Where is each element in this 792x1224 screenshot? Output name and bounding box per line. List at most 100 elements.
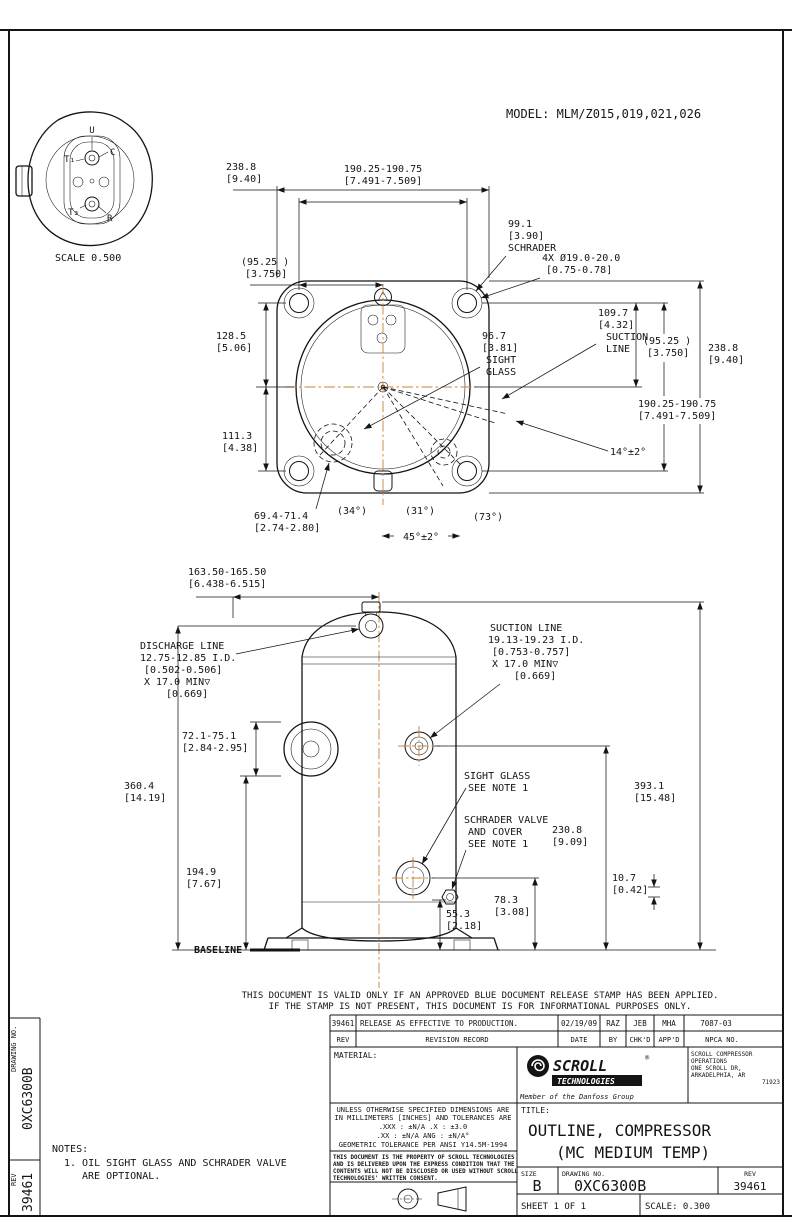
schrader-top-view [430, 438, 458, 466]
logo-technologies-text: TECHNOLOGIES [557, 1077, 615, 1086]
dim-angle73: (73°) [473, 512, 503, 523]
rev-entry-by: RAZ [606, 1019, 620, 1028]
sight-callout-l2: SEE NOTE 1 [468, 783, 528, 794]
dim-boltspan-top-in: [7.491-7.509] [344, 176, 422, 187]
dim-194-in: [7.67] [186, 879, 222, 890]
dim-angle34: (34°) [337, 506, 367, 517]
dim-halfleft-in: [3.750] [245, 269, 287, 280]
dim-overall-top-in: [9.40] [226, 174, 262, 185]
dim-schrader-label: SCHRADER [508, 243, 557, 254]
discharge-fitting [358, 601, 384, 639]
property-line3: CONTENTS WILL NOT BE DISCLOSED OR USED W… [333, 1169, 518, 1175]
dim-overall-right-mm: 238.8 [708, 343, 738, 354]
rev-header-npca: NPCA NO. [705, 1036, 739, 1044]
dim-sight-l2: GLASS [486, 367, 516, 378]
property-notice: THIS DOCUMENT IS THE PROPERTY OF SCROLL … [333, 1155, 518, 1182]
dim-128-in: [5.06] [216, 343, 252, 354]
sight-callout-l1: SIGHT GLASS [464, 771, 530, 782]
sight-glass-top-view [313, 423, 353, 463]
title-block: 39461 RELEASE AS EFFECTIVE TO PRODUCTION… [329, 1014, 783, 1216]
property-line2: AND IS DELIVERED UPON THE EXPRESS CONDIT… [333, 1162, 515, 1168]
dim-72-mm: 72.1-75.1 [182, 731, 236, 742]
dim-halfleft-mm: (95.25 ) [241, 257, 289, 268]
dim-angle14: 14°±2° [610, 447, 646, 458]
dim-suction-l1: SUCTION [606, 332, 648, 343]
drawing-title-line2: (MC MEDIUM TEMP) [556, 1143, 710, 1162]
title-section: TITLE: OUTLINE, COMPRESSOR (MC MEDIUM TE… [521, 1106, 711, 1162]
property-line4: TECHNOLOGIES' WRITTEN CONSENT. [333, 1176, 438, 1182]
title-label: TITLE: [521, 1106, 550, 1115]
rev-header-desc: REVISION RECORD [425, 1036, 488, 1044]
dim-230-mm: 230.8 [552, 825, 582, 836]
edge-rev-label: REV [10, 1173, 18, 1186]
baseline-label: BASELINE [194, 945, 242, 956]
dim-69-mm: 69.4-71.4 [254, 511, 308, 522]
rev-header-appd: APP'D [658, 1036, 679, 1044]
drawing-no-value: 0XC6300B [574, 1177, 646, 1195]
tolerance-line5: GEOMETRIC TOLERANCE PER ANSI Y14.5M-1994 [339, 1141, 508, 1149]
dim-360-mm: 360.4 [124, 781, 154, 792]
mounting-base [250, 927, 500, 952]
discharge-l5: [0.669] [166, 689, 208, 700]
material-label: MATERIAL: [334, 1051, 377, 1060]
rev-value: 39461 [733, 1180, 766, 1193]
dim-angle45: 45°±2° [403, 532, 439, 543]
scroll-logo-icon [527, 1055, 549, 1077]
dim-78-mm: 78.3 [494, 895, 518, 906]
dim-sight-in: [3.81] [482, 343, 518, 354]
rev-entry-desc: RELEASE AS EFFECTIVE TO PRODUCTION. [360, 1019, 518, 1028]
address-line1: SCROLL COMPRESSOR [691, 1051, 753, 1058]
discharge-l3: [0.502-0.506] [144, 665, 222, 676]
size-value: B [532, 1177, 541, 1195]
dim-sight-mm: 96.7 [482, 331, 506, 342]
dim-111-mm: 111.3 [222, 431, 252, 442]
side-view [250, 592, 500, 988]
dim-163-mm: 163.50-165.50 [188, 567, 266, 578]
scale-label: SCALE: 0.300 [645, 1202, 710, 1212]
dim-holes-in: [0.75-0.78] [546, 265, 612, 276]
dim-schrader-in: [3.90] [508, 231, 544, 242]
dim-360-in: [14.19] [124, 793, 166, 804]
edge-drawing-no-label: DRAWING NO. [10, 1026, 18, 1072]
rev-label: REV [744, 1170, 756, 1178]
rev-entry-rev: 39461 [332, 1019, 355, 1028]
rev-entry-chkd: JEB [633, 1019, 647, 1028]
dim-angle31: (31°) [405, 506, 435, 517]
dim-overall-right-in: [9.40] [708, 355, 744, 366]
suction-l3: [0.753-0.757] [492, 647, 570, 658]
dim-holes-mm: 4X Ø19.0-20.0 [542, 252, 620, 264]
left-fitting [283, 721, 339, 777]
company-logo: SCROLL TECHNOLOGIES ® Member of the Danf… [519, 1051, 780, 1101]
rev-entry-npca: 7087-03 [700, 1019, 732, 1028]
terminal-label-t3: T₃ [68, 208, 79, 218]
drawing-title-line1: OUTLINE, COMPRESSOR [528, 1121, 711, 1140]
dim-suction-in: [4.32] [598, 320, 634, 331]
dim-halfright-mm: (95.25 ) [643, 336, 691, 347]
dim-194-mm: 194.9 [186, 867, 216, 878]
dim-sight-l1: SIGHT [486, 355, 516, 366]
dim-69-in: [2.74-2.80] [254, 523, 320, 534]
rev-header-rev: REV [337, 1036, 350, 1044]
drawing-no-label: DRAWING NO. [562, 1170, 605, 1178]
address-line2: OPERATIONS [691, 1058, 728, 1065]
address-line3: ONE SCROLL DR, [691, 1065, 742, 1072]
terminal-label-u: U [89, 126, 94, 136]
terminal-detail-view: U C T₁ T₃ R [15, 111, 153, 247]
terminal-label-t1: T₁ [64, 155, 75, 165]
logo-registered-mark: ® [645, 1054, 650, 1062]
tolerance-line2: IN MILLIMETERS [INCHES] AND TOLERANCES A… [334, 1114, 511, 1122]
size-label: SIZE [521, 1170, 537, 1178]
schrader-valve-side-view [441, 889, 459, 905]
notes-line1: 1. OIL SIGHT GLASS AND SCHRADER VALVE [64, 1158, 287, 1169]
revision-table: 39461 RELEASE AS EFFECTIVE TO PRODUCTION… [332, 1019, 739, 1044]
suction-stub-top-view [373, 470, 393, 492]
rev-header-date: DATE [571, 1036, 588, 1044]
rev-header-by: BY [609, 1036, 618, 1044]
suction-l4: X 17.0 MIN▽ [492, 659, 558, 670]
discharge-l4: X 17.0 MIN▽ [144, 677, 210, 688]
dim-10-in: [0.42] [612, 885, 648, 896]
address-line5: 71923 [762, 1079, 780, 1086]
dim-72-in: [2.84-2.95] [182, 743, 248, 754]
notes: NOTES: 1. OIL SIGHT GLASS AND SCHRADER V… [52, 1144, 287, 1182]
